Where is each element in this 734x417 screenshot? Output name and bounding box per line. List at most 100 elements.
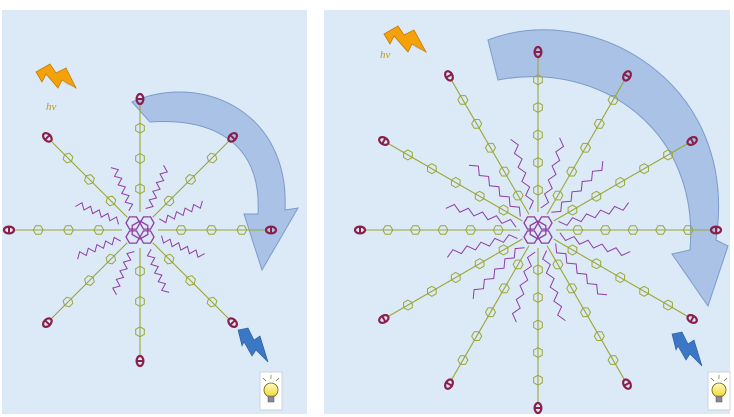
curved-arrow-icon bbox=[131, 91, 299, 272]
alkyl-chain bbox=[161, 235, 205, 259]
arm-ring bbox=[185, 275, 196, 286]
arm-ring bbox=[498, 244, 509, 256]
arm-chain bbox=[546, 245, 625, 380]
arm-ring bbox=[236, 225, 248, 235]
arm-ring bbox=[512, 190, 524, 201]
lightning-in-icon bbox=[35, 63, 77, 90]
alkyl-chain bbox=[542, 250, 566, 322]
arm-ring bbox=[533, 264, 543, 276]
arm-ring bbox=[615, 176, 626, 189]
arm-ring bbox=[457, 95, 469, 105]
core-ring bbox=[523, 230, 539, 244]
arm-chain bbox=[451, 245, 530, 380]
alkyl-chain bbox=[540, 137, 565, 209]
arm-ring bbox=[552, 190, 564, 201]
alkyl-chain bbox=[511, 251, 536, 323]
arm-ring bbox=[533, 291, 543, 303]
core-ring bbox=[537, 216, 553, 230]
arm-ring bbox=[62, 225, 75, 235]
lightning-out-icon bbox=[237, 327, 269, 363]
arm-ring bbox=[607, 355, 619, 365]
arm-ring bbox=[682, 225, 694, 235]
core-center bbox=[529, 220, 547, 240]
arm-ring bbox=[593, 119, 605, 129]
alkyl-chain bbox=[111, 251, 135, 295]
terminal-bond bbox=[229, 133, 237, 141]
terminal-bond bbox=[623, 72, 631, 79]
terminal-bond bbox=[229, 319, 237, 327]
arm-ring bbox=[599, 225, 611, 235]
arm-ring bbox=[663, 149, 673, 161]
alkyl-chain bbox=[145, 165, 169, 209]
alkyl-chain bbox=[468, 164, 521, 217]
arm-ring bbox=[205, 225, 218, 235]
arm-ring bbox=[498, 204, 509, 216]
arm-ring bbox=[572, 225, 584, 235]
arm-ring bbox=[471, 331, 483, 341]
arm-ring bbox=[206, 296, 218, 308]
lightning-out-icon bbox=[671, 331, 703, 367]
light-bulb-icon bbox=[707, 371, 731, 411]
left-panel: hv bbox=[2, 10, 307, 414]
arm-ring bbox=[403, 299, 413, 311]
arm-ring bbox=[62, 152, 74, 164]
arm-ring bbox=[409, 225, 421, 235]
arm-ring bbox=[163, 195, 175, 207]
arm-ring bbox=[465, 225, 477, 235]
arm-ring bbox=[403, 149, 413, 161]
arm-ring bbox=[579, 307, 592, 318]
arm-ring bbox=[474, 258, 485, 270]
arm-ring bbox=[492, 225, 504, 235]
alkyl-chain bbox=[158, 200, 203, 224]
arm-ring bbox=[615, 271, 626, 284]
arm-ring bbox=[533, 101, 543, 113]
terminal-bond bbox=[689, 315, 696, 323]
arm-ring bbox=[427, 163, 437, 175]
terminal-bond bbox=[380, 315, 387, 323]
dendrimer-left bbox=[2, 92, 278, 368]
arm-ring bbox=[533, 374, 543, 386]
arm-ring bbox=[135, 183, 145, 195]
terminal-bond bbox=[445, 381, 453, 388]
arm-ring bbox=[382, 225, 394, 235]
arm-ring bbox=[533, 129, 543, 141]
terminal-bond bbox=[689, 137, 696, 145]
alkyl-chain bbox=[110, 167, 134, 212]
arm-ring bbox=[437, 225, 449, 235]
arm-chain bbox=[546, 80, 625, 215]
arm-ring bbox=[655, 225, 667, 235]
hv-label-right: hv bbox=[380, 49, 391, 61]
arm-ring bbox=[84, 174, 95, 185]
light-bulb-icon bbox=[259, 371, 283, 411]
core-ring bbox=[139, 216, 155, 230]
arm-ring bbox=[567, 204, 578, 216]
arm-ring bbox=[566, 166, 578, 177]
arm-ring bbox=[84, 275, 95, 286]
arm-chain bbox=[553, 143, 688, 222]
arm-ring bbox=[105, 253, 117, 265]
arm-chain bbox=[388, 238, 523, 317]
arm-ring bbox=[93, 225, 105, 235]
arm-ring bbox=[163, 253, 175, 265]
arm-ring bbox=[552, 259, 564, 270]
arm-chain bbox=[553, 238, 688, 317]
arm-ring bbox=[498, 283, 510, 294]
curved-arrow-icon bbox=[487, 29, 729, 308]
alkyl-chain bbox=[77, 236, 122, 260]
terminal-bond bbox=[43, 319, 51, 327]
arm-ring bbox=[32, 225, 44, 235]
alkyl-chain bbox=[146, 248, 170, 293]
arm-ring bbox=[566, 283, 578, 294]
arm-ring bbox=[474, 190, 485, 202]
alkyl-chain bbox=[446, 234, 518, 258]
arm-ring bbox=[105, 195, 117, 207]
arm-ring bbox=[135, 152, 145, 165]
arm-ring bbox=[591, 258, 602, 270]
arm-ring bbox=[135, 326, 145, 338]
arm-ring bbox=[607, 95, 619, 105]
dendrimer-right bbox=[353, 45, 723, 415]
arm-ring bbox=[484, 307, 497, 318]
arm-chain bbox=[388, 143, 523, 222]
arm-ring bbox=[135, 122, 145, 134]
alkyl-chain bbox=[472, 247, 525, 300]
